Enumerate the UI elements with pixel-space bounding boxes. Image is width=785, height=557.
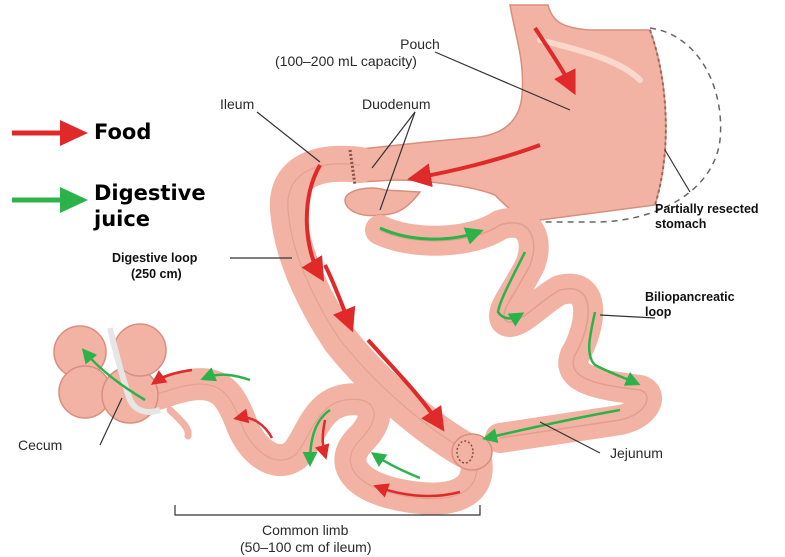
label-common-limb-line2: (50–100 cm of ileum) bbox=[240, 539, 372, 555]
leader-ileum bbox=[257, 112, 320, 162]
label-pouch-capacity: (100–200 mL capacity) bbox=[275, 53, 417, 69]
legend-juice-arrow bbox=[12, 187, 88, 213]
label-digestive-loop-line2: (250 cm) bbox=[131, 266, 182, 282]
label-duodenum: Duodenum bbox=[362, 96, 431, 112]
label-common-limb-line1: Common limb bbox=[262, 522, 348, 538]
label-jejunum: Jejunum bbox=[610, 445, 663, 461]
label-digestive-loop-line1: Digestive loop bbox=[112, 250, 197, 266]
jejunoileal-anastomosis bbox=[452, 434, 492, 470]
label-bilio-line1: Biliopancreatic bbox=[645, 289, 735, 305]
legend-food-label: Food bbox=[94, 119, 151, 145]
legend-juice-label-line2: juice bbox=[94, 206, 150, 232]
label-pouch-line1: Pouch bbox=[345, 36, 495, 52]
leader-resected bbox=[665, 150, 690, 192]
label-bilio-line2: loop bbox=[645, 304, 671, 320]
label-ileum: Ileum bbox=[220, 96, 254, 112]
label-cecum: Cecum bbox=[18, 437, 62, 453]
label-resected-line2: stomach bbox=[655, 216, 706, 232]
label-resected-line1: Partially resected bbox=[655, 201, 759, 217]
legend-food-arrow bbox=[12, 120, 88, 146]
legend-juice-label-line1: Digestive bbox=[94, 180, 206, 206]
label-pouch: Pouch bbox=[345, 36, 495, 52]
